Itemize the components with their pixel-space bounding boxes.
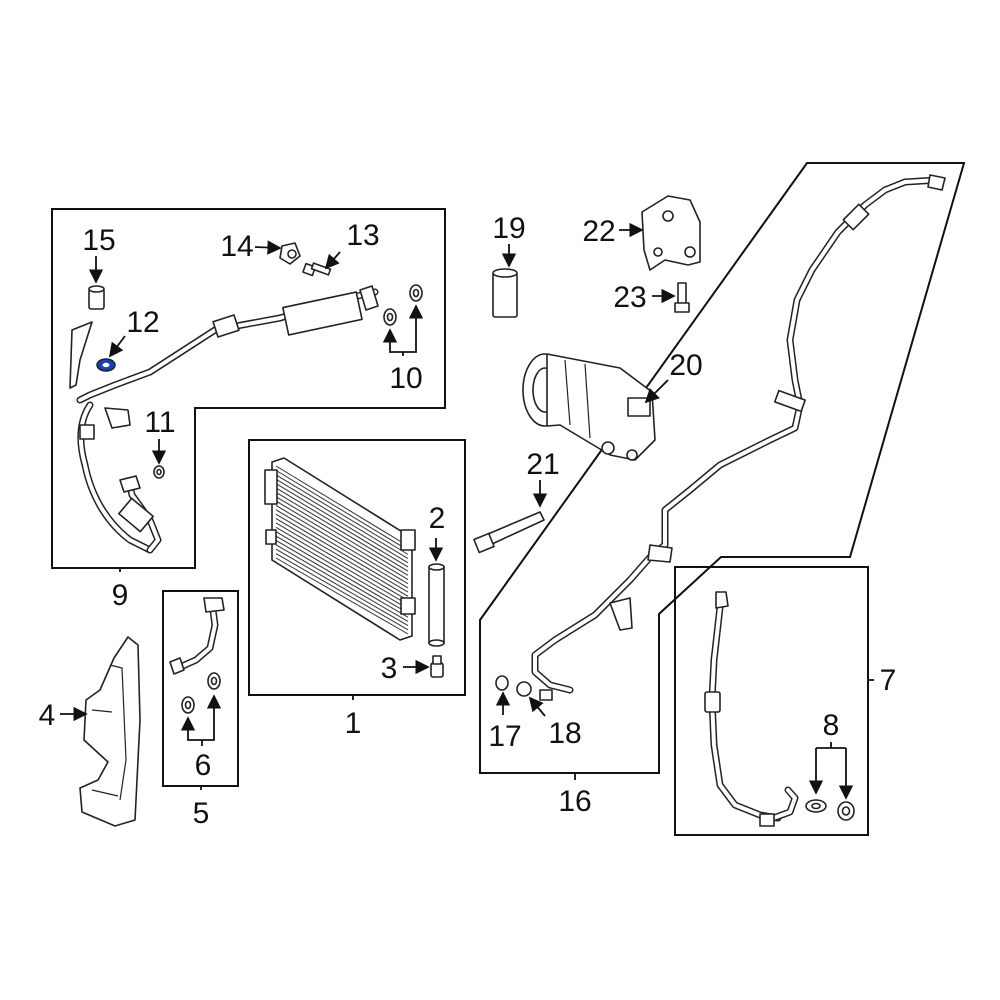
callout-14: 14 [220,230,253,263]
part-3-plug [430,655,444,678]
leader-lines [60,222,874,800]
condenser-fin-line [275,500,409,580]
part-10-o-rings [383,284,423,326]
callout-18: 18 [548,717,581,750]
part-22-bracket [641,195,701,271]
group-16-box [479,162,966,774]
condenser-fin-line [275,531,409,610]
condenser-fin-line [275,478,409,559]
part-16-discharge-line [531,174,946,701]
part-11-o-ring [153,465,165,479]
callout-19: 19 [492,212,525,245]
part-1-condenser [264,457,416,641]
group-9-liquid-line [69,285,379,554]
condenser-fin-line [275,491,409,572]
part-7-suction-hose [704,591,799,827]
condenser-fin-line [275,557,409,635]
callout-11: 11 [144,406,175,439]
part-12-o-ring [96,358,116,372]
condenser-fin-line [275,496,409,576]
callout-3: 3 [381,652,398,685]
callout-7: 7 [880,664,897,697]
callout-15: 15 [82,224,115,257]
part-23-bolt [674,282,690,313]
condenser-fin-line [275,548,409,627]
callout-6: 6 [195,749,212,782]
callout-8: 8 [823,709,840,742]
callout-9: 9 [112,579,129,612]
part-18-o-ring [516,681,532,697]
callout-17: 17 [488,720,521,753]
callout-22: 22 [582,215,615,248]
part-4-heat-shield [79,636,141,827]
callout-20: 20 [669,349,702,382]
callout-5: 5 [193,797,210,830]
condenser-fin-line [275,504,409,585]
callout-1: 1 [345,707,362,740]
part-5-hose-assembly [169,597,225,675]
callout-12: 12 [126,306,159,339]
condenser-fin-line [275,474,409,555]
condenser-fin-line [275,544,409,622]
part-20-compressor [522,353,656,461]
part-17-o-ring [495,675,509,691]
part-2-receiver-drier [428,563,445,647]
condenser-fin-line [275,518,409,597]
part-15-cap [88,285,105,310]
group-7-box [674,566,869,836]
condenser-fin-line [275,469,409,551]
condenser-fin-line [275,540,409,618]
condenser-fin-line [275,553,409,631]
part-13-bolt [302,262,332,277]
callout-21: 21 [526,448,559,481]
callout-16: 16 [558,785,591,818]
condenser-fin-line [275,535,409,614]
callout-13: 13 [346,219,379,252]
group-9-box [51,208,446,569]
callout-4: 4 [39,699,56,732]
callout-10: 10 [389,362,422,395]
condenser-fin-line [275,522,409,601]
condenser-fin-line [275,509,409,589]
callout-23: 23 [613,281,646,314]
callout-2: 2 [429,502,446,535]
part-14-valve [279,242,301,265]
group-1-box [248,439,466,696]
condenser-fin-line [275,483,409,564]
part-6-o-rings [181,672,221,714]
part-21-bolt [473,511,545,554]
part-19-relief-valve [492,268,518,318]
condenser-fin-line [275,513,409,593]
condenser-fin-line [275,526,409,606]
condenser-fin-line [275,465,409,547]
condenser-fin-line [275,487,409,568]
part-8-o-rings [805,799,855,821]
